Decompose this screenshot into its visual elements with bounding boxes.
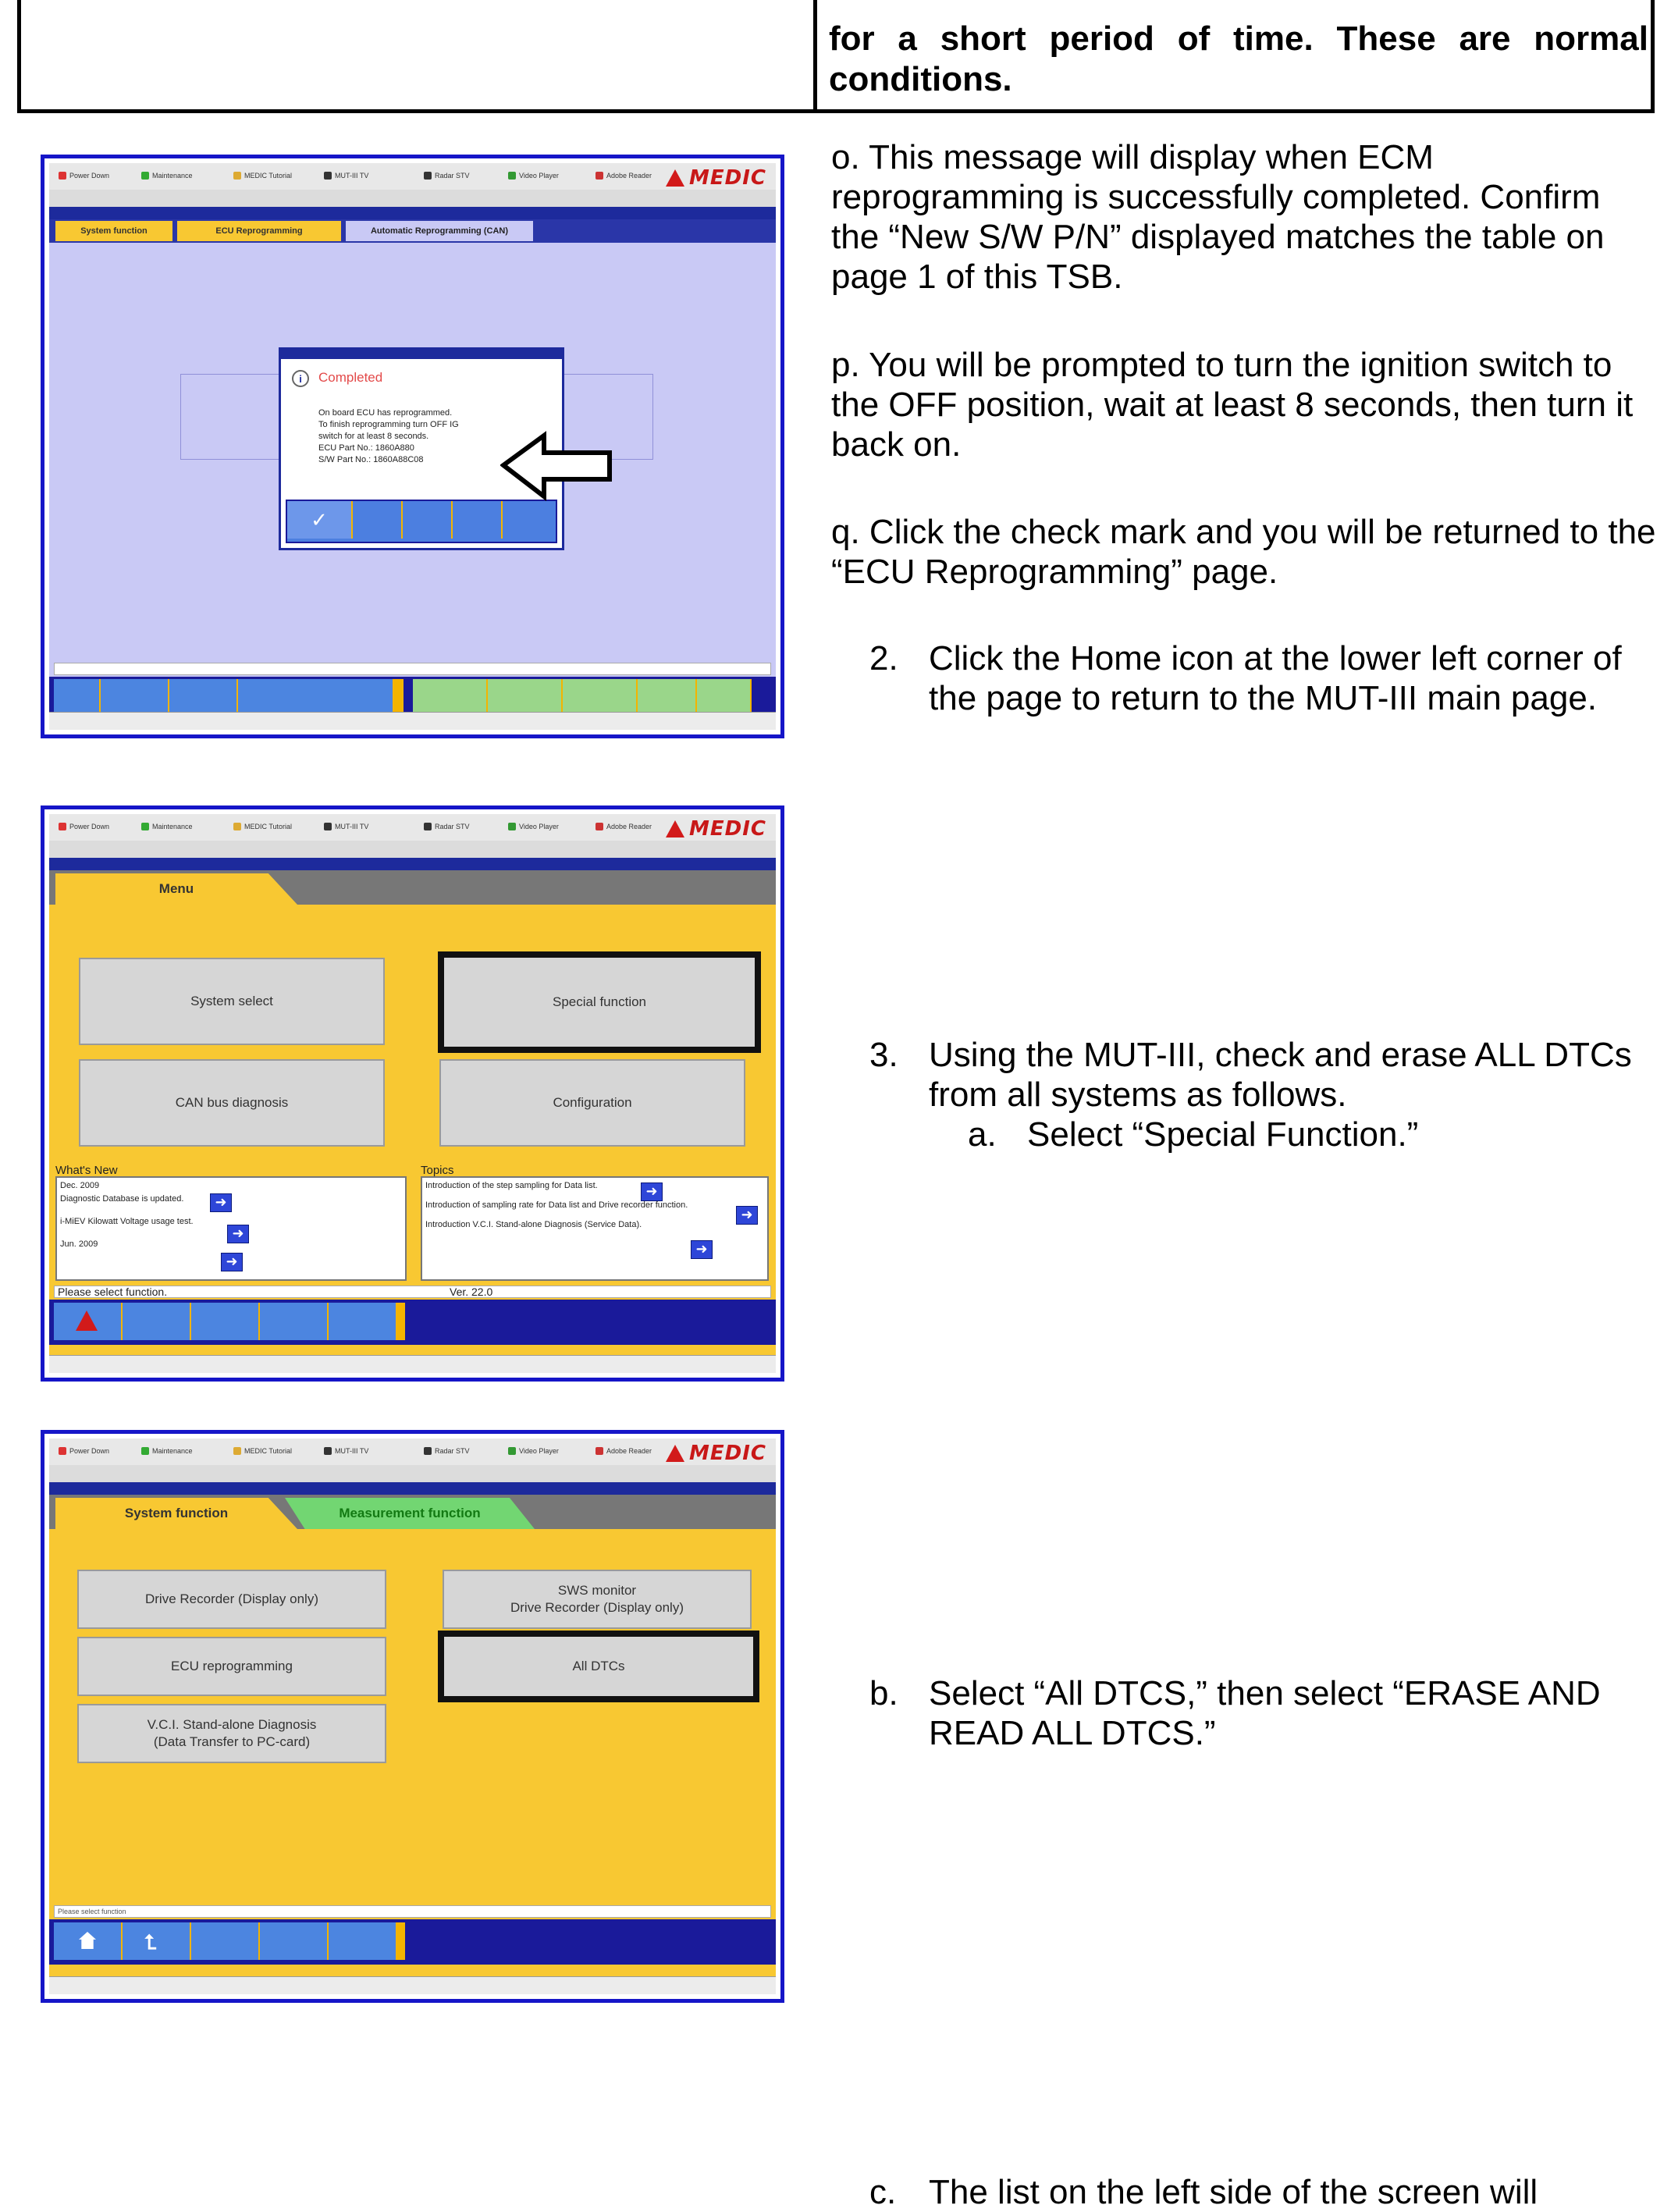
- windows-taskbar: [49, 712, 776, 730]
- screenshot-main-menu: Power Down Maintenance MEDIC Tutorial MU…: [41, 805, 784, 1382]
- tab-system-function[interactable]: System function: [55, 1498, 297, 1529]
- status-text: Please select function: [58, 1908, 126, 1915]
- step-2-number: 2.: [869, 639, 898, 677]
- list-item: Diagnostic Database is updated.: [60, 1194, 184, 1204]
- mitsubishi-logo-icon: [666, 820, 685, 838]
- status-line: [54, 663, 771, 675]
- list-item: Introduction V.C.I. Stand-alone Diagnosi…: [425, 1220, 642, 1229]
- step-c-text: The list on the left side of the screen …: [929, 2173, 1538, 2211]
- configuration-button[interactable]: Configuration: [439, 1059, 745, 1147]
- mitsubishi-home-icon: [76, 1310, 98, 1331]
- dialog-title-bar: [281, 350, 562, 359]
- step-3-number: 3.: [869, 1036, 898, 1074]
- status-line: Please select function: [54, 1905, 771, 1918]
- tab-measurement-function[interactable]: Measurement function: [285, 1498, 535, 1529]
- step-q: q. Click the check mark and you will be …: [831, 512, 1659, 592]
- status-text: Please select function.: [58, 1286, 168, 1298]
- step-q-text: q. Click the check mark and you will be …: [831, 513, 1656, 591]
- medic-logo: MEDIC: [666, 817, 766, 841]
- step-3a-text: Select “Special Function.”: [1027, 1115, 1419, 1154]
- home-button[interactable]: [54, 1303, 123, 1340]
- arrow-right-icon[interactable]: ➜: [641, 1182, 663, 1201]
- screenshot-reprogramming-complete: Power Down Maintenance MEDIC Tutorial MU…: [41, 155, 784, 738]
- step-3a-number: a.: [968, 1115, 997, 1154]
- arrow-right-icon[interactable]: ➜: [221, 1253, 243, 1271]
- list-item: i-MiEV Kilowatt Voltage usage test.: [60, 1217, 194, 1226]
- windows-taskbar: [49, 1355, 776, 1373]
- arrow-right-icon[interactable]: ➜: [227, 1225, 249, 1243]
- special-function-button[interactable]: Special function: [438, 951, 761, 1053]
- version-text: Ver. 22.0: [450, 1286, 493, 1298]
- dialog-button-bar: ✓: [286, 500, 557, 543]
- back-arrow-icon: ⮤: [144, 1930, 157, 1954]
- mitsubishi-logo-icon: [666, 1445, 685, 1462]
- arrow-right-icon[interactable]: ➜: [210, 1193, 232, 1212]
- dialog-status: Completed: [318, 370, 383, 385]
- step-b-text: Select “All DTCS,” then select “ERASE AN…: [929, 1674, 1601, 1752]
- drive-recorder-button[interactable]: Drive Recorder (Display only): [77, 1570, 386, 1629]
- browser-tabs: [49, 841, 776, 859]
- table-cell-text: for a short period of time. These are no…: [829, 20, 1648, 98]
- back-button[interactable]: ⮤: [123, 1922, 191, 1960]
- status-line: Please select function. Ver. 22.0: [54, 1286, 771, 1298]
- list-item: Jun. 2009: [60, 1239, 98, 1249]
- mitsubishi-logo-icon: [666, 169, 685, 187]
- menu-tab-bar: Menu: [49, 870, 776, 905]
- arrow-right-icon[interactable]: ➜: [691, 1240, 713, 1259]
- home-button[interactable]: [54, 1922, 123, 1960]
- bottom-button-bar: [49, 1300, 776, 1345]
- screenshot-special-function: Power Down Maintenance MEDIC Tutorial MU…: [41, 1430, 784, 2003]
- tab-automatic-reprogramming[interactable]: Automatic Reprogramming (CAN): [346, 221, 533, 241]
- system-select-button[interactable]: System select: [79, 958, 385, 1045]
- sws-monitor-button[interactable]: SWS monitor Drive Recorder (Display only…: [443, 1570, 752, 1629]
- info-icon: i: [292, 370, 309, 387]
- table-divider: [813, 0, 817, 109]
- window-title: [49, 858, 776, 870]
- medic-toolbar: Power Down Maintenance MEDIC Tutorial MU…: [49, 1439, 776, 1466]
- tab-system-function[interactable]: System function: [55, 221, 172, 241]
- check-mark-button[interactable]: ✓: [287, 501, 353, 539]
- pointer-arrow-icon: [500, 431, 612, 501]
- step-o: o. This message will display when ECM re…: [831, 137, 1643, 297]
- medic-logo: MEDIC: [666, 1442, 766, 1465]
- home-icon: [79, 1932, 96, 1949]
- tab-menu[interactable]: Menu: [55, 873, 297, 905]
- window-title: [49, 1482, 776, 1495]
- dialog-message: On board ECU has reprogrammed. To finish…: [318, 408, 459, 464]
- list-item: Dec. 2009: [60, 1181, 100, 1190]
- step-p-text: p. You will be prompted to turn the igni…: [831, 346, 1634, 464]
- browser-tabs: [49, 1465, 776, 1483]
- vci-standalone-button[interactable]: V.C.I. Stand-alone Diagnosis (Data Trans…: [77, 1704, 386, 1763]
- continuation-table: for a short period of time. These are no…: [17, 0, 1655, 113]
- step-p: p. You will be prompted to turn the igni…: [831, 345, 1643, 464]
- windows-taskbar: [49, 1976, 776, 1994]
- tab-ecu-reprogramming[interactable]: ECU Reprogramming: [177, 221, 341, 241]
- medic-toolbar: Power Down Maintenance MEDIC Tutorial MU…: [49, 814, 776, 841]
- function-tab-bar: System function Measurement function: [49, 1495, 776, 1529]
- medic-logo: MEDIC: [666, 166, 766, 190]
- completed-dialog: i Completed On board ECU has reprogramme…: [279, 347, 564, 550]
- step-2-text: Click the Home icon at the lower left co…: [929, 639, 1622, 717]
- list-item: Introduction of sampling rate for Data l…: [425, 1200, 688, 1210]
- function-tabs-bar: System function ECU Reprogramming Automa…: [49, 219, 776, 243]
- step-c-number: c.: [869, 2173, 897, 2211]
- list-item: Introduction of the step sampling for Da…: [425, 1181, 598, 1190]
- topics-label: Topics: [421, 1164, 454, 1177]
- whats-new-label: What's New: [55, 1164, 118, 1177]
- window-title: [49, 207, 776, 219]
- ecu-reprogramming-button[interactable]: ECU reprogramming: [77, 1637, 386, 1696]
- medic-toolbar: Power Down Maintenance MEDIC Tutorial MU…: [49, 163, 776, 190]
- topics-list[interactable]: Introduction of the step sampling for Da…: [421, 1176, 769, 1281]
- all-dtcs-button[interactable]: All DTCs: [438, 1631, 759, 1702]
- browser-tabs: [49, 190, 776, 208]
- step-o-text: o. This message will display when ECM re…: [831, 138, 1605, 296]
- step-b-number: b.: [869, 1674, 898, 1712]
- step-3-text: Using the MUT-III, check and erase ALL D…: [929, 1036, 1632, 1114]
- bottom-button-bar: ⮤: [49, 1919, 776, 1965]
- can-bus-diagnosis-button[interactable]: CAN bus diagnosis: [79, 1059, 385, 1147]
- arrow-right-icon[interactable]: ➜: [736, 1206, 758, 1225]
